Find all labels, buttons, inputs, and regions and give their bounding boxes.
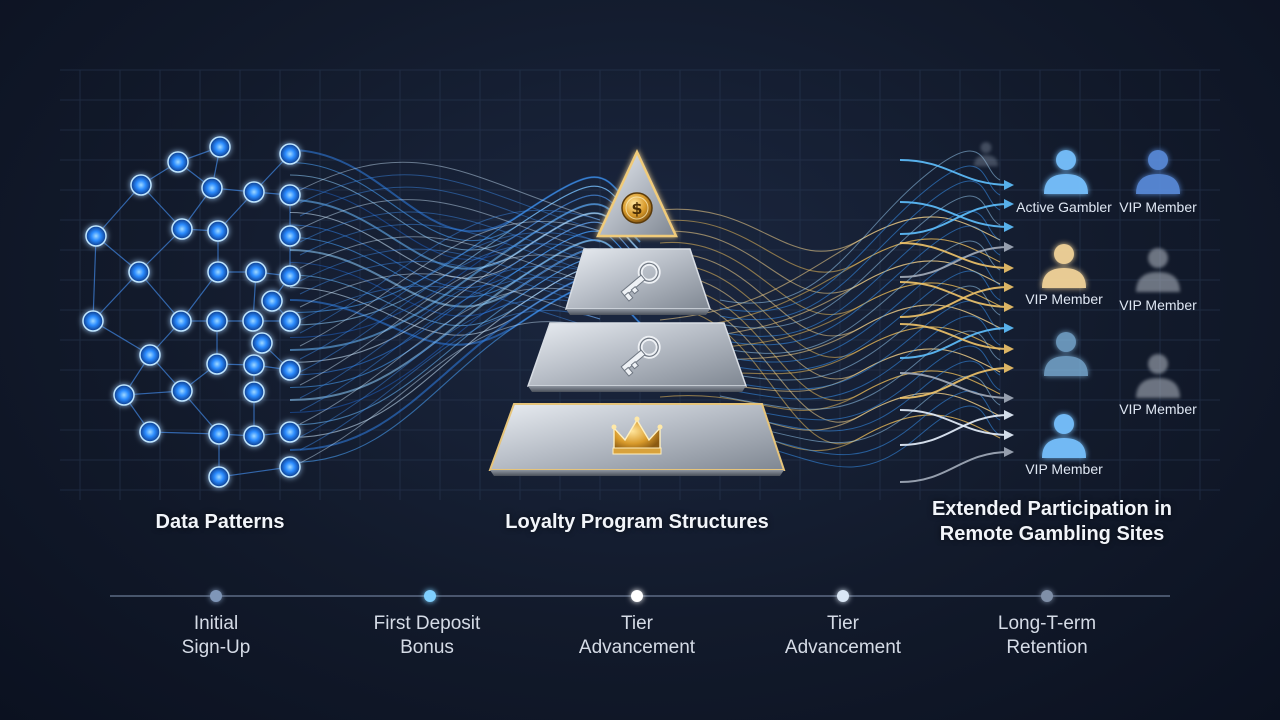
network-node [242,310,264,332]
network-node [139,421,161,443]
participation-arrows [899,159,1014,483]
network-node [243,425,265,447]
network-node [139,344,161,366]
network-nodes [82,136,301,488]
network-node [113,384,135,406]
key-icon [620,260,661,302]
timeline-step-line-1: First Deposit [373,613,481,634]
network-node [279,421,301,443]
network-node [170,310,192,332]
data-flow-streams [289,149,1001,468]
timeline-step-line-2: Retention [1006,637,1088,658]
person-icon [1136,248,1180,292]
network-node [279,310,301,332]
timeline-step-tier-advancement: Tier Advancement [557,612,717,660]
network-node [207,220,229,242]
dollar-coin-icon: $ [621,192,653,224]
timeline-step-line-1: Tier [826,613,860,634]
timeline-dot [424,590,436,602]
network-node [245,261,267,283]
timeline-step-line-1: Initial [193,613,239,634]
timeline-step-line-2: Advancement [784,637,902,658]
network-node [207,261,229,283]
network-node [261,290,283,312]
timeline-step-line-2: Advancement [578,637,696,658]
person-label-vip-member: VIP Member [1119,401,1197,417]
network-node [251,332,273,354]
timeline-dot [631,590,643,602]
network-node [279,456,301,478]
network-node [206,353,228,375]
timeline-dot [210,590,222,602]
person-icon [1042,244,1086,288]
timeline-step-first-deposit: First Deposit Bonus [347,612,507,660]
network-node [208,466,230,488]
network-node [82,310,104,332]
person-label-active-gambler: Active Gambler [1016,199,1112,215]
network-node [85,225,107,247]
timeline-step-long-term-retention: Long-T-erm Retention [967,612,1127,660]
member-avatars [973,142,1180,458]
network-node [279,143,301,165]
person-label-vip-member: VIP Member [1119,297,1197,313]
person-icon [1042,414,1086,458]
timeline-step-line-1: Long-T-erm [997,613,1097,634]
timeline-step-tier-advancement: Tier Advancement [763,612,923,660]
timeline-step-line-1: Tier [620,613,654,634]
person-icon [1136,354,1180,398]
timeline-step-initial-signup: Initial Sign-Up [136,612,296,660]
key-icon [620,335,661,377]
network-node [167,151,189,173]
network-node [130,174,152,196]
loyalty-pyramid: $ [488,149,786,476]
network-node [279,265,301,287]
network-node [279,225,301,247]
network-node [208,423,230,445]
person-label-vip-member: VIP Member [1025,461,1103,477]
network-node [243,181,265,203]
network-node [201,177,223,199]
network-node [209,136,231,158]
network-node [243,354,265,376]
timeline-step-line-2: Sign-Up [181,637,251,658]
network-node [243,381,265,403]
section-label-line-1: Extended Participation in [931,498,1173,520]
timeline-dot [837,590,849,602]
network-node [279,184,301,206]
network-node [171,380,193,402]
person-label-vip-member: VIP Member [1025,291,1103,307]
person-icon [1136,150,1180,194]
timeline-step-line-2: Bonus [400,637,454,658]
timeline-dot [1041,590,1053,602]
network-node [206,310,228,332]
crown-icon [611,416,663,455]
section-label-data-patterns: Data Patterns [155,511,285,533]
person-icon [1044,332,1088,376]
timeline [110,590,1170,602]
section-label-extended-participation: Extended Participation in Remote Gamblin… [902,497,1202,547]
person-icon [973,142,999,167]
network-node [279,359,301,381]
section-label-line-2: Remote Gambling Sites [939,523,1165,545]
network-node [128,261,150,283]
svg-text:$: $ [631,199,642,218]
section-label-loyalty-structures: Loyalty Program Structures [505,511,769,533]
person-icon [1044,150,1088,194]
person-label-vip-member: VIP Member [1119,199,1197,215]
network-node [171,218,193,240]
